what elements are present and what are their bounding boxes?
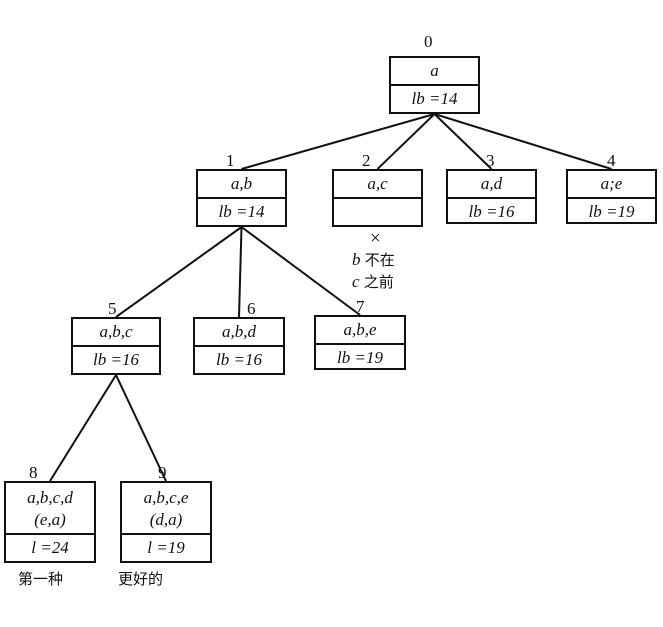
- node-9-number: 9: [158, 463, 167, 482]
- edge-0-3: [433, 113, 493, 170]
- node-0-label: a: [391, 58, 478, 86]
- pruned-mark: ×: [370, 228, 381, 249]
- node-1-number: 1: [226, 151, 235, 170]
- node-8-caption: 第一种: [18, 570, 64, 588]
- node-3: a,d lb =16: [446, 169, 537, 224]
- node-4: a;e lb =19: [566, 169, 657, 224]
- node-0-number: 0: [424, 32, 433, 51]
- node-3-label: a,d: [448, 171, 535, 199]
- node-5-label: a,b,c: [73, 319, 159, 347]
- node-4-number: 4: [607, 151, 616, 170]
- node-9-caption: 更好的: [118, 570, 164, 588]
- pruned-var-c: c: [352, 272, 360, 291]
- node-8-bound: l =24: [31, 538, 69, 557]
- node-8: a,b,c,d (e,a) l =24: [4, 481, 96, 563]
- node-2-number: 2: [362, 151, 371, 170]
- node-2-bound: [334, 199, 421, 227]
- node-7-label: a,b,e: [316, 317, 404, 345]
- node-4-label: a;e: [568, 171, 655, 199]
- pruned-text-2: 之前: [363, 273, 394, 291]
- node-3-bound: lb =16: [468, 202, 515, 221]
- node-5-bound: lb =16: [93, 350, 139, 369]
- edge-1-7: [240, 226, 361, 316]
- node-1: a,b lb =14: [196, 169, 287, 227]
- node-9-bound: l =19: [147, 538, 185, 557]
- node-7-bound: lb =19: [337, 348, 383, 367]
- edge-0-4: [434, 113, 612, 170]
- edge-1-6: [238, 226, 243, 318]
- node-1-bound: lb =14: [218, 202, 265, 221]
- node-9-label: a,b,c,e: [143, 488, 189, 507]
- node-0: a lb =14: [389, 56, 480, 114]
- node-4-bound: lb =19: [588, 202, 635, 221]
- node-9: a,b,c,e (d,a) l =19: [120, 481, 212, 563]
- node-7-number: 7: [356, 297, 365, 316]
- node-8-label: a,b,c,d: [27, 488, 73, 507]
- node-3-number: 3: [486, 151, 495, 170]
- node-5-number: 5: [108, 299, 117, 318]
- node-0-bound: lb =14: [411, 89, 458, 108]
- node-6-label: a,b,d: [195, 319, 283, 347]
- node-2-label: a,c: [334, 171, 421, 199]
- edge-5-9: [115, 374, 167, 482]
- edge-0-1: [241, 113, 435, 170]
- node-8-number: 8: [29, 463, 38, 482]
- node-8-label2: (e,a): [34, 510, 66, 529]
- node-1-label: a,b: [198, 171, 285, 199]
- edge-1-5: [115, 226, 243, 318]
- node-6-number: 6: [247, 299, 256, 318]
- node-5: a,b,c lb =16: [71, 317, 161, 375]
- edge-0-2: [376, 113, 436, 170]
- edge-5-8: [49, 374, 117, 482]
- pruned-var-b: b: [352, 250, 361, 269]
- node-7: a,b,e lb =19: [314, 315, 406, 370]
- node-2: a,c: [332, 169, 423, 227]
- pruned-text-1: 不在: [364, 251, 395, 269]
- node-6-bound: lb =16: [216, 350, 262, 369]
- node-9-label2: (d,a): [149, 510, 183, 529]
- node-6: a,b,d lb =16: [193, 317, 285, 375]
- pruned-note: × b 不在 c 之前: [352, 229, 422, 293]
